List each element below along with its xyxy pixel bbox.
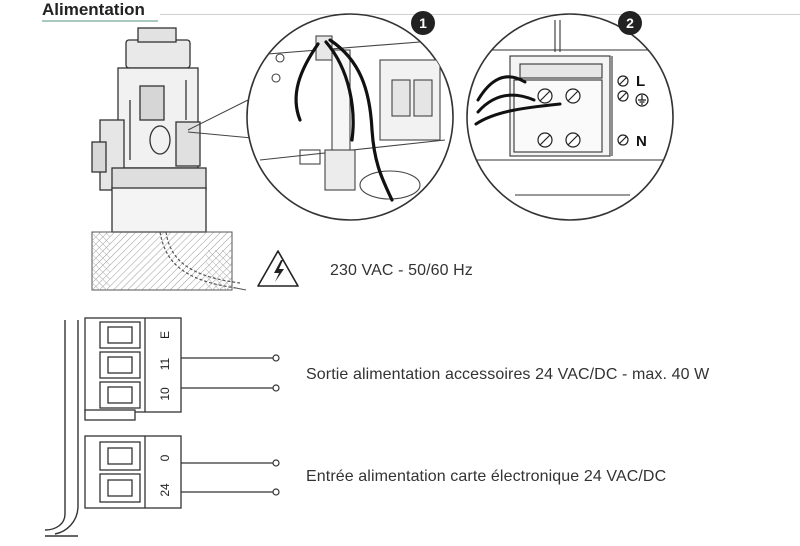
zoom-leader-bottom — [187, 131, 253, 139]
badge-2-text: 2 — [626, 15, 634, 31]
header-rule — [160, 14, 800, 15]
terminal-block-top — [84, 317, 182, 421]
terminal-screws — [537, 75, 629, 148]
control-board-outline — [44, 320, 79, 537]
terminal-label-24: 24 — [158, 483, 172, 497]
ground-icon — [635, 93, 649, 107]
zoom-detail-1: 1 — [246, 11, 454, 221]
foundation — [91, 231, 247, 291]
terminal-mark-N: N — [636, 133, 647, 150]
badge-1-text: 1 — [419, 15, 427, 31]
motor-unit — [91, 27, 207, 233]
terminal-mark-L: L — [636, 73, 645, 90]
terminal-block-bottom — [84, 435, 182, 509]
zoom-leader-top — [187, 99, 249, 131]
terminal-label-E: E — [158, 331, 172, 339]
badge-1-icon — [411, 11, 435, 35]
page-title: Alimentation — [42, 0, 145, 19]
badge-2-icon — [618, 11, 642, 35]
voltage-label: 230 VAC - 50/60 Hz — [330, 262, 473, 279]
terminal-label-11: 11 — [158, 357, 172, 370]
board-input-label: Entrée alimentation carte électronique 2… — [306, 468, 667, 485]
zoom-detail-2: L N 2 — [466, 11, 674, 221]
title-underline — [42, 20, 158, 22]
accessory-wires — [181, 354, 280, 392]
high-voltage-warning-icon — [257, 250, 299, 287]
accessories-output-label: Sortie alimentation accessoires 24 VAC/D… — [306, 366, 710, 383]
terminal-label-10: 10 — [158, 387, 172, 401]
board-supply-wires — [181, 459, 280, 496]
terminal-label-0: 0 — [158, 454, 172, 461]
